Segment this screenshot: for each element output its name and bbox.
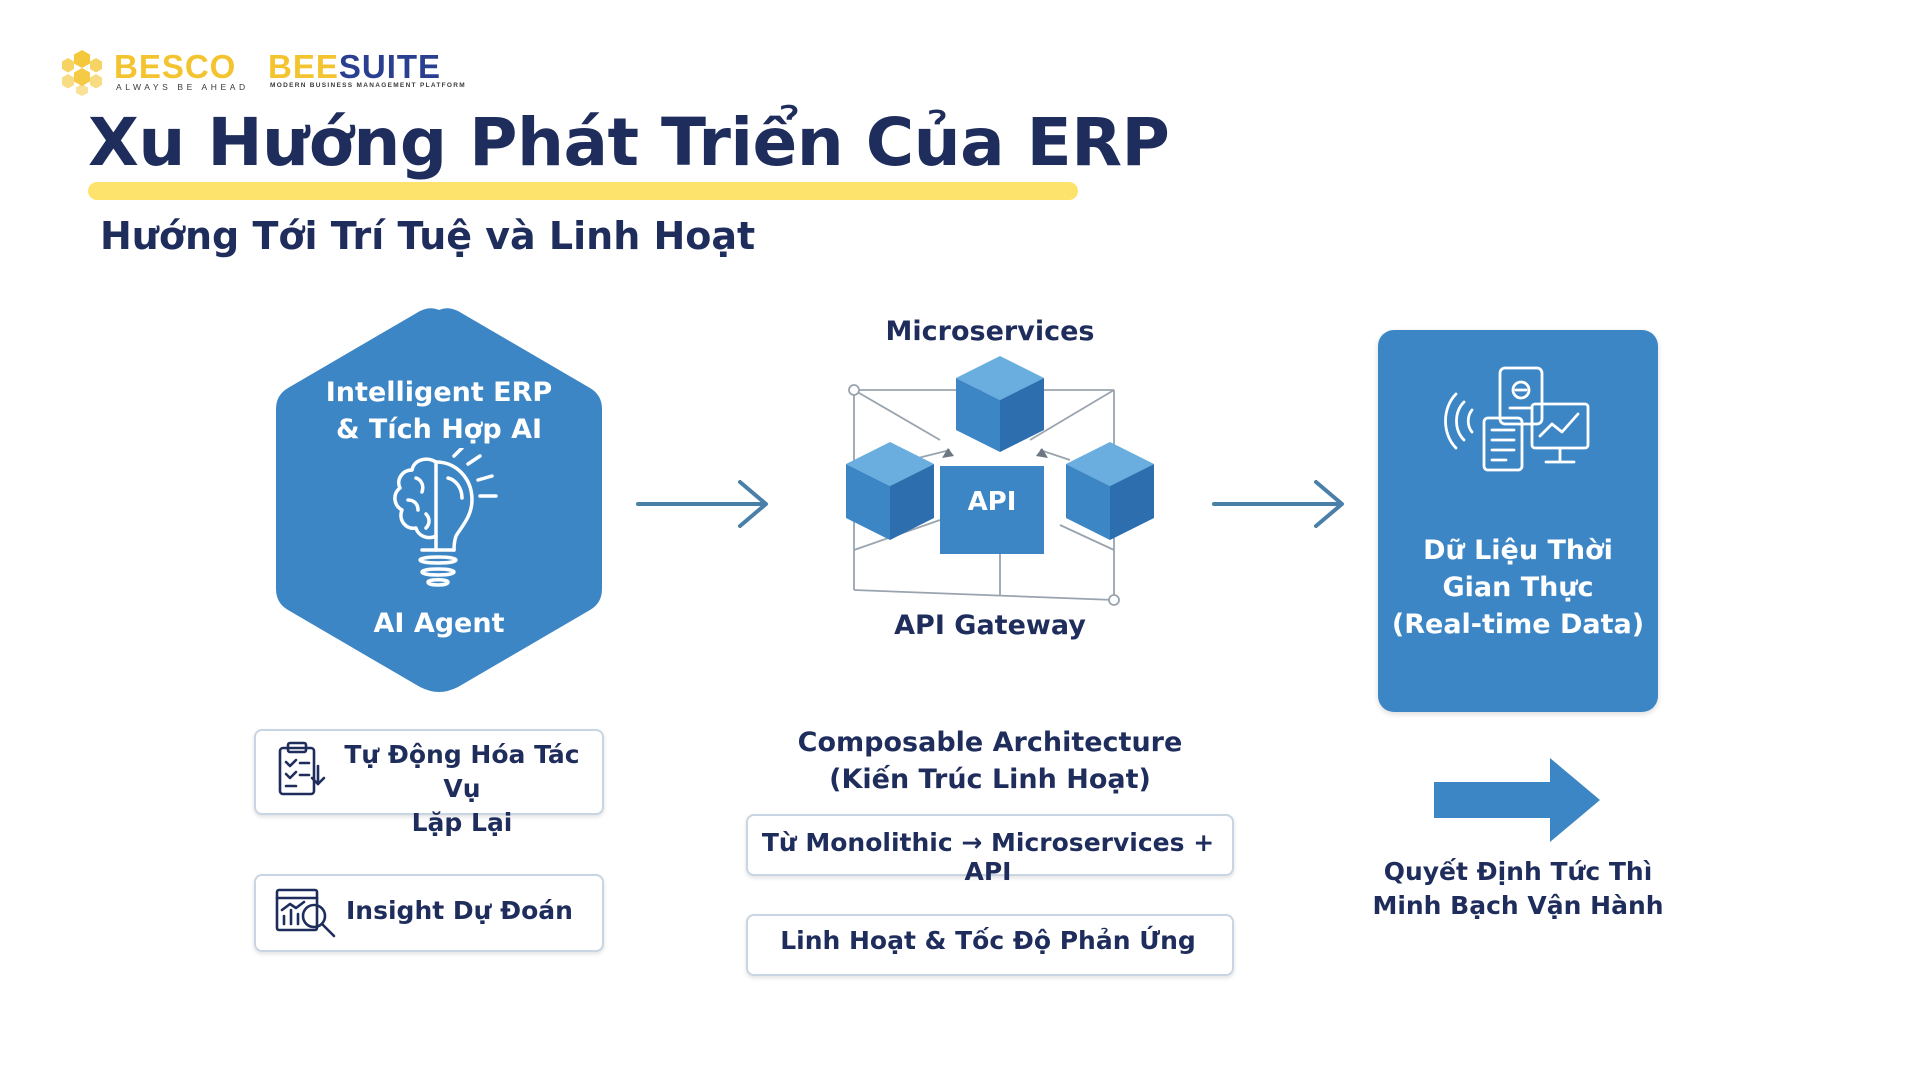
intelligent-erp-title: Intelligent ERP & Tích Hợp AI: [272, 374, 606, 448]
automation-card: [254, 729, 604, 815]
flexibility-card: [746, 914, 1234, 976]
automation-card-line2: Lặp Lại: [411, 808, 513, 837]
realtime-data-title: Dữ Liệu Thời Gian Thực (Real-time Data): [1378, 532, 1658, 643]
arrow-right-icon: [636, 480, 768, 528]
besco-tagline: ALWAYS BE AHEAD: [116, 82, 249, 92]
devices-signal-icon: [1444, 366, 1590, 472]
composable-architecture-title: Composable Architecture (Kiến Trúc Linh …: [780, 724, 1200, 798]
realtime-data-box: [1378, 330, 1658, 712]
monolithic-card: [746, 814, 1234, 876]
title-highlight-bar: [88, 182, 1078, 200]
beesuite-brand-part-bee: BEE: [268, 48, 339, 85]
clipboard-checklist-icon: [278, 741, 326, 796]
composable-title-line1: Composable Architecture: [797, 727, 1183, 758]
api-center-label: API: [967, 487, 1017, 517]
besco-logo-icon: [62, 50, 102, 96]
flexibility-card-text: Linh Hoạt & Tốc Độ Phản Ứng: [780, 926, 1196, 955]
microservices-network-diagram: [846, 356, 1154, 606]
beesuite-brand-part-suite: SUITE: [338, 48, 442, 85]
chart-magnifier-icon: [275, 888, 336, 938]
top-service-cube: [956, 356, 1044, 452]
brain-lightbulb-icon: [393, 448, 498, 587]
automation-card-line1: Tự Động Hóa Tác Vụ: [344, 740, 580, 803]
right-service-cube: [1066, 442, 1154, 540]
page-title: Xu Hướng Phát Triển Của ERP: [88, 104, 1170, 181]
realtime-data-line2: Gian Thực: [1442, 572, 1594, 603]
monolithic-card-text: Từ Monolithic → Microservices + API: [761, 828, 1215, 886]
page-subtitle: Hướng Tới Trí Tuệ và Linh Hoạt: [100, 214, 756, 258]
big-arrow-right-icon: [1434, 758, 1600, 842]
intelligent-erp-title-line1: Intelligent ERP: [325, 377, 553, 408]
api-gateway-label: API Gateway: [894, 610, 1086, 641]
intelligent-erp-hexagon: [276, 308, 602, 692]
composable-title-line2: (Kiến Trúc Linh Hoạt): [829, 764, 1151, 795]
insight-card-text: Insight Dự Đoán: [346, 896, 573, 925]
insight-card: [254, 874, 604, 952]
realtime-data-line3: (Real-time Data): [1391, 609, 1645, 640]
beesuite-tagline: MODERN BUSINESS MANAGEMENT PLATFORM: [270, 82, 466, 89]
decision-line1: Quyết Định Tức Thì: [1383, 857, 1653, 886]
left-service-cube: [846, 442, 934, 540]
ai-agent-label: AI Agent: [373, 608, 505, 639]
besco-brand-name: BESCO: [114, 48, 237, 85]
microservices-label: Microservices: [885, 316, 1095, 347]
realtime-data-line1: Dữ Liệu Thời: [1423, 535, 1613, 566]
decision-line2: Minh Bạch Vận Hành: [1372, 891, 1664, 920]
arrow-right-icon-2: [1212, 480, 1344, 528]
intelligent-erp-title-line2: & Tích Hợp AI: [335, 414, 543, 445]
automation-card-text: Tự Động Hóa Tác Vụ Lặp Lại: [330, 738, 594, 840]
beesuite-brand-name: BEESUITE: [268, 48, 441, 86]
decision-text: Quyết Định Tức Thì Minh Bạch Vận Hành: [1368, 855, 1668, 923]
